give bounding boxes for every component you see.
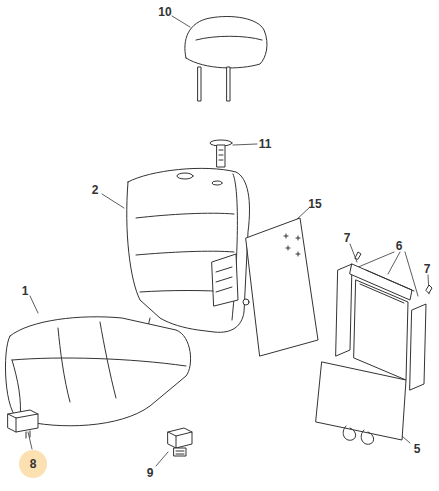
callout-number: 6: [396, 240, 403, 252]
callout-number: 11: [259, 138, 272, 150]
switch: [168, 428, 192, 456]
seat-cushion: [5, 317, 190, 426]
callout-number: 1: [22, 285, 29, 297]
callout-number: 2: [92, 184, 99, 196]
callout-number: 5: [414, 443, 421, 455]
callout-number: 10: [158, 6, 171, 18]
back-cover: [316, 362, 406, 444]
callout-number: 15: [308, 198, 321, 210]
back-panel: [243, 218, 318, 356]
callout-number: 7: [424, 263, 431, 275]
callout-circle: 8: [19, 450, 47, 478]
callout-number: 7: [344, 232, 351, 244]
callout-number: 8: [30, 458, 37, 470]
switch-block: [8, 410, 38, 438]
headrest: [185, 17, 267, 102]
callout-number: 9: [147, 467, 154, 479]
headrest-guide: [210, 140, 232, 167]
